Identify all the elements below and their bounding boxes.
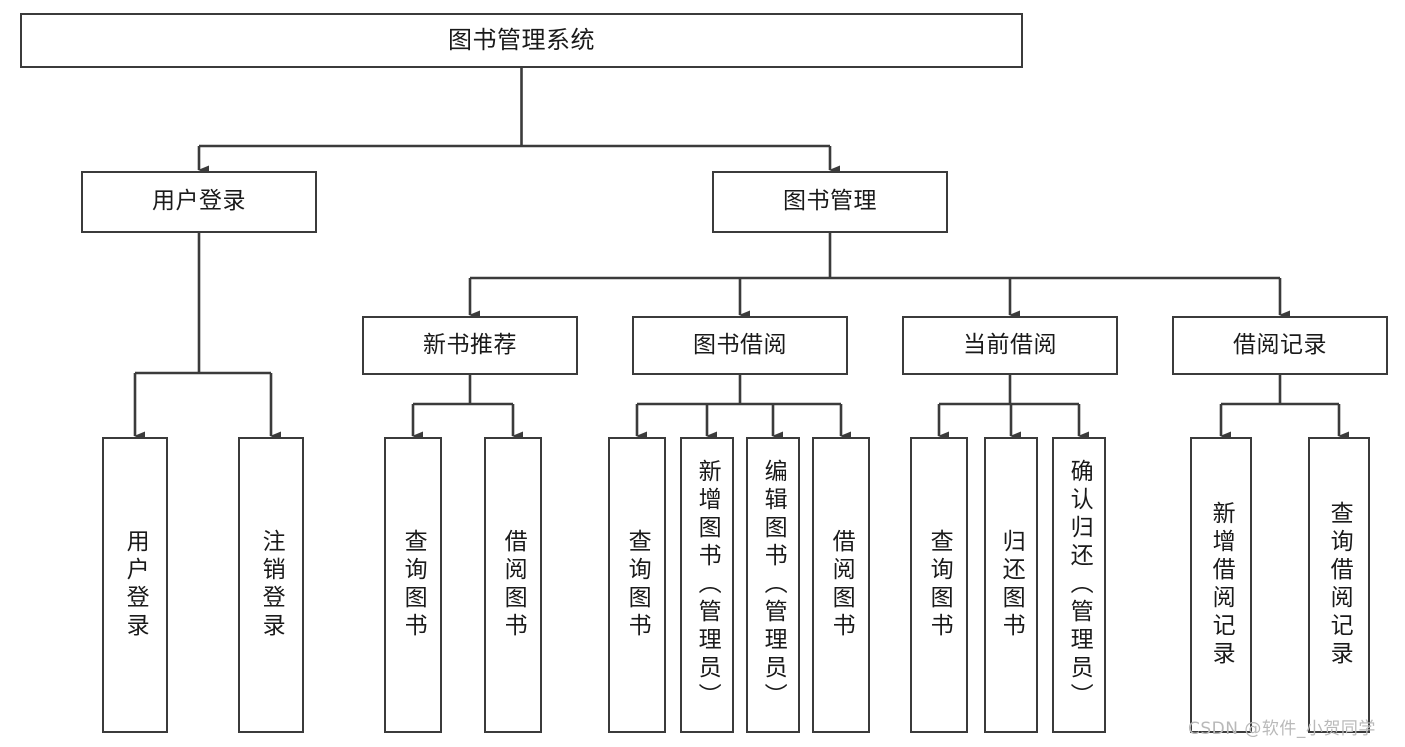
- edges-group: [133, 68, 1349, 441]
- leaf-query-borrow-record-label: 查询借阅记录: [1326, 501, 1353, 669]
- leaf-add-book-label: 新增图书（管理员）: [694, 459, 721, 711]
- node-user-login[interactable]: 用户登录: [81, 171, 317, 233]
- leaf-query-book-1-label: 查询图书: [400, 529, 427, 641]
- node-book-borrow-label: 图书借阅: [693, 331, 787, 358]
- leaf-query-book-3-label: 查询图书: [926, 529, 953, 641]
- leaf-query-book-3[interactable]: 查询图书: [910, 437, 968, 733]
- leaf-borrow-book-1[interactable]: 借阅图书: [484, 437, 542, 733]
- node-root[interactable]: 图书管理系统: [20, 13, 1023, 68]
- leaf-query-book-1[interactable]: 查询图书: [384, 437, 442, 733]
- leaf-add-borrow-record-label: 新增借阅记录: [1208, 501, 1235, 669]
- node-book-management[interactable]: 图书管理: [712, 171, 948, 233]
- leaf-edit-book-label: 编辑图书（管理员）: [760, 459, 787, 711]
- node-user-login-label: 用户登录: [152, 188, 246, 215]
- node-current-borrow-label: 当前借阅: [963, 331, 1057, 358]
- node-new-book-recommendation-label: 新书推荐: [423, 331, 517, 358]
- leaf-query-borrow-record[interactable]: 查询借阅记录: [1308, 437, 1370, 733]
- leaf-query-book-2[interactable]: 查询图书: [608, 437, 666, 733]
- node-book-borrow[interactable]: 图书借阅: [632, 316, 848, 375]
- leaf-return-book[interactable]: 归还图书: [984, 437, 1038, 733]
- node-borrow-record[interactable]: 借阅记录: [1172, 316, 1388, 375]
- leaf-user-login-label: 用户登录: [122, 529, 149, 641]
- leaf-return-book-label: 归还图书: [998, 529, 1025, 641]
- leaf-add-borrow-record[interactable]: 新增借阅记录: [1190, 437, 1252, 733]
- leaf-query-book-2-label: 查询图书: [624, 529, 651, 641]
- node-root-label: 图书管理系统: [448, 26, 595, 55]
- leaf-borrow-book-2-label: 借阅图书: [828, 529, 855, 641]
- leaf-user-login[interactable]: 用户登录: [102, 437, 168, 733]
- node-current-borrow[interactable]: 当前借阅: [902, 316, 1118, 375]
- node-book-management-label: 图书管理: [783, 188, 877, 215]
- leaf-add-book[interactable]: 新增图书（管理员）: [680, 437, 734, 733]
- node-borrow-record-label: 借阅记录: [1233, 331, 1327, 358]
- leaf-borrow-book-2[interactable]: 借阅图书: [812, 437, 870, 733]
- leaf-confirm-return-label: 确认归还（管理员）: [1066, 459, 1093, 711]
- node-new-book-recommendation[interactable]: 新书推荐: [362, 316, 578, 375]
- leaf-confirm-return[interactable]: 确认归还（管理员）: [1052, 437, 1106, 733]
- csdn-watermark: CSDN @软件_小贺同学: [1188, 719, 1376, 739]
- leaf-user-logout-label: 注销登录: [258, 529, 285, 641]
- leaf-borrow-book-1-label: 借阅图书: [500, 529, 527, 641]
- leaf-edit-book[interactable]: 编辑图书（管理员）: [746, 437, 800, 733]
- leaf-user-logout[interactable]: 注销登录: [238, 437, 304, 733]
